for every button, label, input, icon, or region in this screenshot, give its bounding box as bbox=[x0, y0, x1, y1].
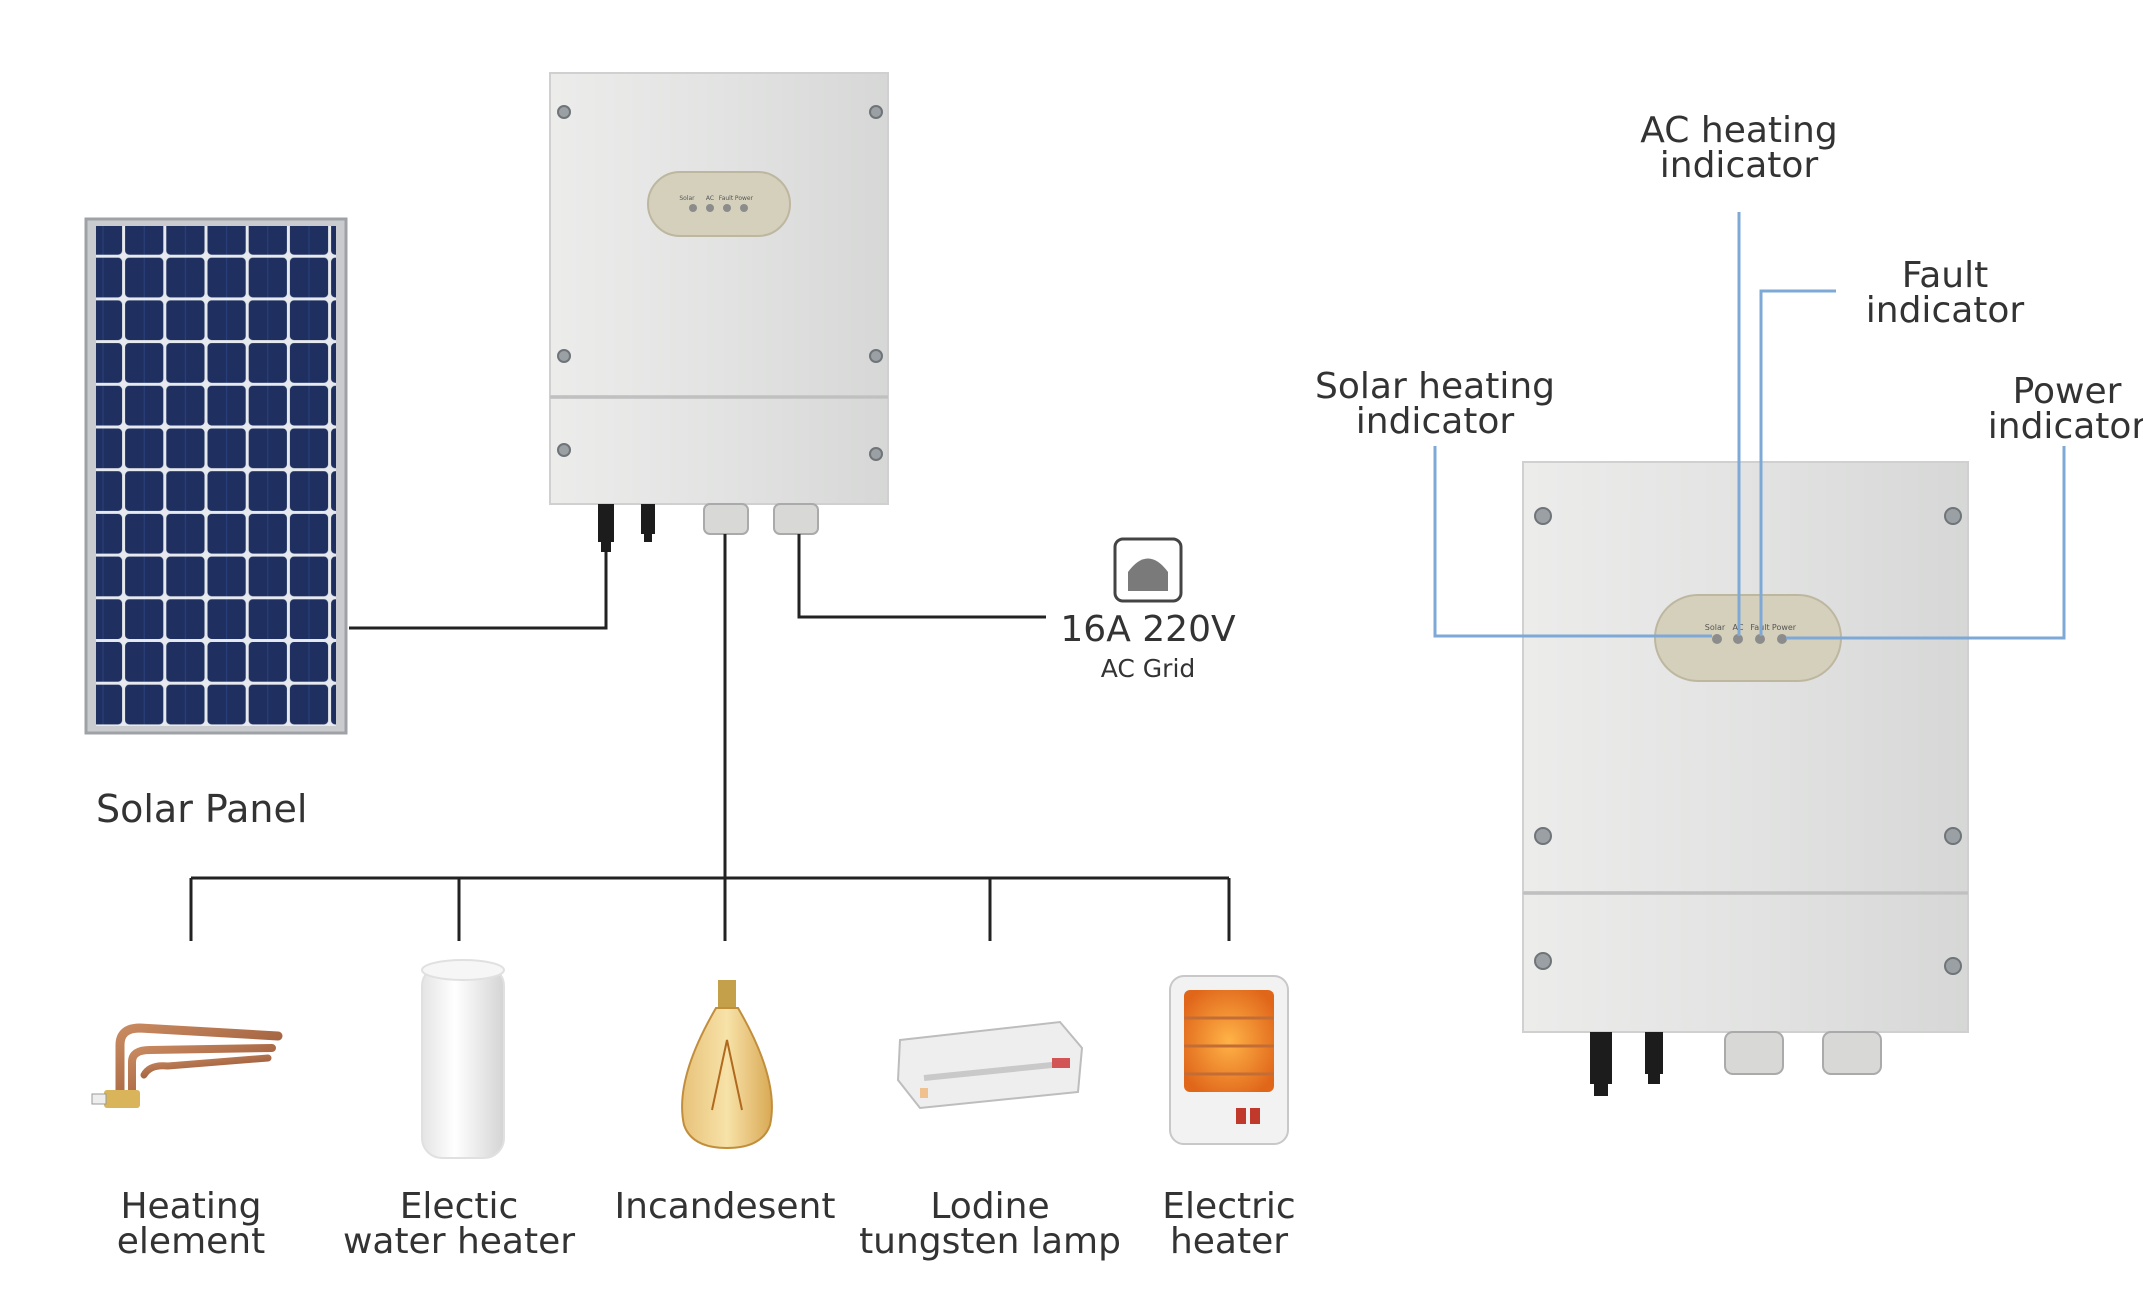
water-heater-image bbox=[421, 959, 505, 1159]
ac-grid-name: AC Grid bbox=[1101, 654, 1196, 683]
callout-solar bbox=[1433, 446, 1712, 638]
indicator-panel bbox=[647, 171, 791, 237]
led-power bbox=[1777, 634, 1787, 644]
controller-detail: Solar AC Fault Power bbox=[1522, 461, 1969, 1096]
load-label-line2: water heater bbox=[343, 1221, 575, 1262]
load-label-line1: Electic bbox=[400, 1186, 519, 1227]
cable-gland-grid bbox=[1822, 1031, 1882, 1075]
screw bbox=[869, 105, 883, 119]
screw bbox=[869, 447, 883, 461]
led-label-solar: Solar bbox=[679, 195, 695, 202]
load-label-line2: heater bbox=[1170, 1221, 1288, 1262]
load-label-line1: Heating bbox=[120, 1186, 261, 1227]
screw bbox=[1944, 957, 1962, 975]
led-solar bbox=[1712, 634, 1722, 644]
screw bbox=[1534, 952, 1552, 970]
load-label-line1: Incandesent bbox=[615, 1186, 836, 1227]
led-ac bbox=[706, 204, 714, 212]
heating-element-image bbox=[91, 1023, 283, 1108]
led-ac bbox=[1733, 634, 1743, 644]
pv-connector-positive bbox=[1645, 1032, 1663, 1074]
led-fault bbox=[1755, 634, 1765, 644]
screw bbox=[557, 105, 571, 119]
iodine-tungsten-lamp-image bbox=[896, 1020, 1084, 1110]
power-indicator-label-line1: Power bbox=[2013, 371, 2122, 412]
cable-gland-load bbox=[1724, 1031, 1784, 1075]
solar-panel bbox=[84, 217, 348, 735]
solar-panel-label: Solar Panel bbox=[96, 787, 307, 831]
controller-unit: Solar AC Fault Power bbox=[549, 72, 889, 552]
screw bbox=[557, 443, 571, 457]
cable-gland-load bbox=[703, 503, 749, 535]
callout-power bbox=[1786, 446, 2066, 640]
incandescent-bulb-image bbox=[681, 980, 773, 1150]
ac-heating-indicator-label-line2: indicator bbox=[1660, 145, 1819, 186]
callout-fault bbox=[1759, 289, 1836, 636]
screw bbox=[557, 349, 571, 363]
load-label-line1: Electric bbox=[1162, 1186, 1295, 1227]
led-label-power: Power bbox=[735, 195, 754, 202]
indicator-callouts bbox=[1433, 212, 2066, 640]
ac-grid-rating: 16A 220V bbox=[1060, 609, 1236, 650]
screw bbox=[1534, 827, 1552, 845]
led-solar bbox=[689, 204, 697, 212]
fault-indicator-label-line1: Fault bbox=[1902, 255, 1988, 296]
load-label-line1: Lodine bbox=[930, 1186, 1049, 1227]
load-label-line2: element bbox=[117, 1221, 265, 1262]
ac-heating-indicator-label-line1: AC heating bbox=[1640, 110, 1837, 151]
power-indicator-label-line2: indicator bbox=[1988, 406, 2143, 447]
wiring bbox=[189, 534, 1231, 941]
led-label-fault: Fault bbox=[719, 195, 734, 202]
led-power bbox=[740, 204, 748, 212]
solar-cells bbox=[96, 226, 336, 726]
solar-heating-indicator-label-line1: Solar heating bbox=[1315, 366, 1555, 407]
solar-heating-indicator-label-line2: indicator bbox=[1356, 401, 1515, 442]
screw bbox=[869, 349, 883, 363]
fault-indicator-label-line2: indicator bbox=[1866, 290, 2025, 331]
ac-grid bbox=[1113, 537, 1183, 603]
led-label-solar: Solar bbox=[1705, 623, 1726, 632]
screw bbox=[1944, 827, 1962, 845]
screw bbox=[1944, 507, 1962, 525]
led-fault bbox=[723, 204, 731, 212]
led-label-ac: AC bbox=[706, 195, 714, 202]
load-label-line2: tungsten lamp bbox=[859, 1221, 1121, 1262]
led-label-power: Power bbox=[1772, 623, 1797, 632]
cable-gland-grid bbox=[773, 503, 819, 535]
pv-connector-negative bbox=[598, 504, 614, 542]
screw bbox=[1534, 507, 1552, 525]
pv-connector-positive bbox=[641, 504, 655, 534]
pv-connector-negative bbox=[1590, 1032, 1612, 1084]
electric-heater-image bbox=[1169, 975, 1289, 1145]
